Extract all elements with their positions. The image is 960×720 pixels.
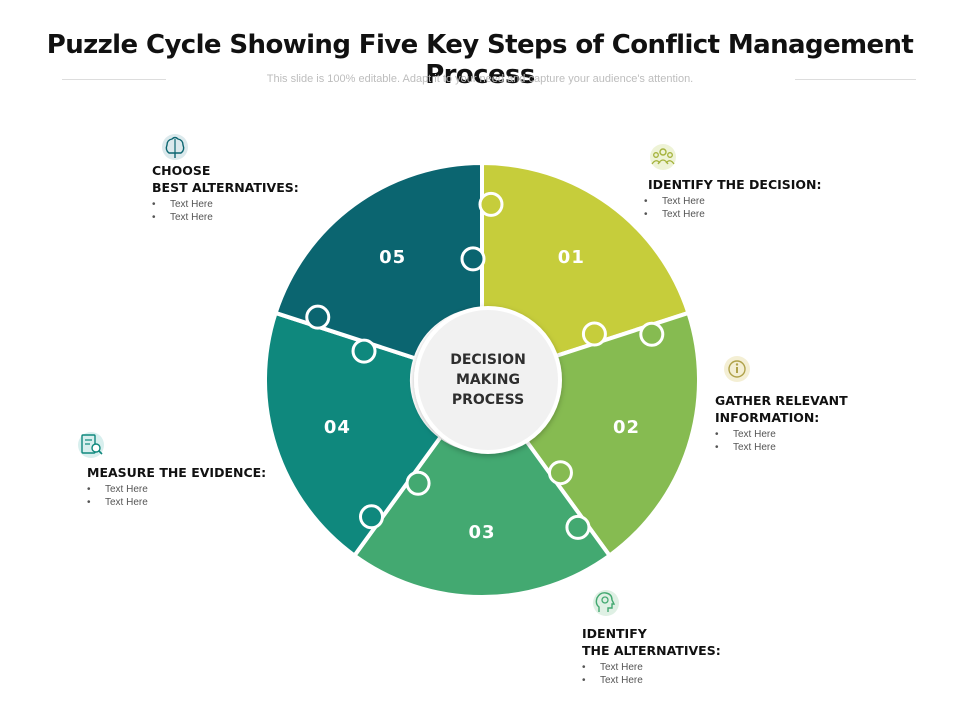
center-label-line1: DECISION — [450, 352, 526, 368]
puzzle-knob — [359, 504, 385, 530]
center-circle — [414, 306, 562, 454]
step-title-line1: GATHER RELEVANT — [715, 393, 848, 408]
segment-number-02: 02 — [613, 417, 640, 438]
step-identify-alternatives: IDENTIFY THE ALTERNATIVES: •Text Here •T… — [582, 625, 721, 687]
segment-number-03: 03 — [468, 522, 495, 543]
puzzle-knob — [405, 470, 431, 496]
puzzle-knob — [351, 338, 377, 364]
list-item: •Text Here — [715, 429, 776, 440]
page-title: Puzzle Cycle Showing Five Key Steps of C… — [46, 30, 914, 90]
list-item: •Text Here — [715, 442, 776, 453]
brain-icon — [162, 134, 188, 160]
list-item: •Text Here — [152, 212, 213, 223]
subtitle-rule-left — [62, 79, 166, 80]
step-measure-evidence: MEASURE THE EVIDENCE: •Text Here •Text H… — [87, 464, 266, 509]
puzzle-knob — [581, 321, 607, 347]
puzzle-knob — [639, 321, 665, 347]
puzzle-knob — [460, 246, 486, 272]
page-subtitle: This slide is 100% editable. Adapt it to… — [266, 73, 694, 85]
step-title-line1: CHOOSE — [152, 163, 211, 178]
list-item: •Text Here — [152, 199, 213, 210]
head-idea-icon — [593, 590, 619, 616]
center-label-line3: PROCESS — [451, 392, 525, 408]
segment-number-01: 01 — [558, 247, 585, 268]
puzzle-knob — [478, 191, 504, 217]
step-title-line2: BEST ALTERNATIVES: — [152, 180, 299, 195]
step-title-line1: IDENTIFY — [582, 626, 647, 641]
step-identify-decision: IDENTIFY THE DECISION: •Text Here •Text … — [644, 176, 822, 221]
puzzle-segment-04 — [263, 310, 444, 559]
step-title-line2: THE ALTERNATIVES: — [582, 643, 721, 658]
step-gather-information: GATHER RELEVANT INFORMATION: •Text Here … — [715, 392, 848, 454]
list-item: •Text Here — [87, 484, 148, 495]
document-search-icon — [78, 432, 104, 458]
list-item: •Text Here — [644, 209, 705, 220]
segment-number-05: 05 — [379, 247, 406, 268]
team-icon — [650, 144, 676, 170]
list-item: •Text Here — [582, 662, 643, 673]
list-item: •Text Here — [644, 196, 705, 207]
step-title-line2: INFORMATION: — [715, 410, 820, 425]
info-icon — [724, 356, 750, 382]
subtitle-rule-right — [795, 79, 916, 80]
step-title: IDENTIFY THE DECISION: — [648, 177, 822, 192]
step-choose-best-alternatives: CHOOSE BEST ALTERNATIVES: •Text Here •Te… — [152, 162, 299, 224]
puzzle-knob — [547, 460, 573, 486]
puzzle-knob — [565, 514, 591, 540]
list-item: •Text Here — [87, 497, 148, 508]
center-label: DECISION MAKING PROCESS — [428, 350, 548, 410]
step-title: MEASURE THE EVIDENCE: — [87, 465, 267, 480]
list-item: •Text Here — [582, 675, 643, 686]
center-label-line2: MAKING — [455, 372, 521, 388]
puzzle-knob — [305, 304, 331, 330]
segment-number-04: 04 — [324, 417, 351, 438]
